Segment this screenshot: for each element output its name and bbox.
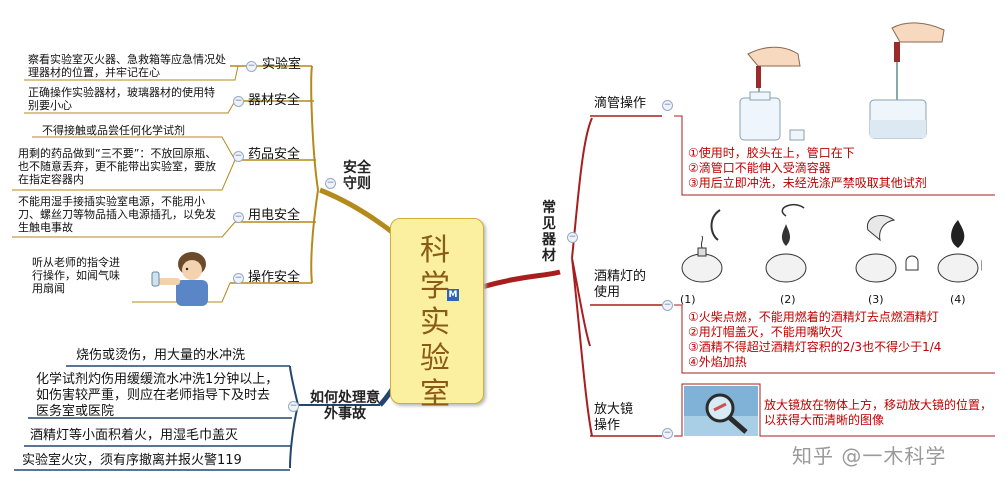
map-marker-icon: M [447,289,459,301]
safety-item-lab[interactable]: 实验室 [262,57,302,72]
alcohol-lamp-steps-illustration [681,204,982,283]
lamp-note-3: ③酒精不得超过酒精灯容积的2/3也不得少于1/4 [688,340,942,354]
lamp-step-label-2: (2) [780,293,796,306]
branch-accidents-title[interactable]: 如何处理意外事故 [310,390,380,422]
safety-note-chemicals-1: 不得接触或品尝任何化学试剂 [42,124,185,137]
accident-lamp-fire: 酒精灯等小面积着火，用湿毛巾盖灭 [30,428,239,443]
collapse-toggle-icon[interactable]: − [233,273,244,284]
accident-chemical-burns: 化学试剂灼伤用缓缓流水冲洗1分钟以上，如伤害较严重，则应在老师指导下及时去医务室… [36,372,279,419]
safety-note-equipment: 正确操作实验器材，玻璃器材的使用特别要小心 [28,86,215,112]
safety-note-chemicals-2: 用剩的药品做到“三不要”：不放回原瓶、也不随意丢弃，更不能带出实验室，要放在指定… [18,147,217,186]
branch-equipment-title[interactable]: 常见器材 [542,200,556,264]
lamp-note-1: ①火柴点燃，不能用燃着的酒精灯去点燃酒精灯 [688,310,939,324]
watermark-text: 知乎 @一木科学 [792,444,947,468]
dropper-note-1: ①使用时，胶头在上，管口在下 [688,146,855,160]
safety-item-equipment[interactable]: 器材安全 [248,93,301,108]
collapse-toggle-icon[interactable]: − [662,100,673,111]
equipment-dropper-label[interactable]: 滴管操作 [594,96,647,111]
central-topic[interactable]: 科学实验室 M [390,218,484,412]
lamp-note-2: ②用灯帽盖灭，不能用嘴吹灭 [688,325,843,339]
safety-item-electricity[interactable]: 用电安全 [248,208,301,223]
dropper-note-2: ②滴管口不能伸入受滴容器 [688,161,831,175]
lamp-note-4: ④外焰加热 [688,355,747,369]
collapse-toggle-icon[interactable]: − [567,232,578,243]
lamp-step-label-3: (3) [868,293,884,306]
collapse-toggle-icon[interactable]: − [233,151,244,162]
collapse-toggle-icon[interactable]: − [662,428,673,439]
accident-burns: 烧伤或烫伤，用大量的水冲洗 [76,348,246,363]
accident-lab-fire: 实验室火灾，须有序撤离并报火警119 [22,453,242,468]
equipment-trunk [481,269,561,290]
dropper-beaker-illustration [869,22,945,139]
collapse-toggle-icon[interactable]: − [246,61,257,72]
magnifier-note: 放大镜放在物体上方，移动放大镜的位置，以获得大而清晰的图像 [764,398,993,427]
collapse-toggle-icon[interactable]: − [233,212,244,223]
safety-note-lab: 察看实验室灭火器、急救箱等应急情况处理器材的位置，并牢记在心 [28,53,226,79]
magnifier-photo-illustration [684,386,758,436]
collapse-toggle-icon[interactable]: − [233,96,244,107]
lamp-step-label-4: (4) [950,293,966,306]
child-smelling-illustration [151,252,208,306]
collapse-toggle-icon[interactable]: − [325,178,336,189]
branch-safety-title[interactable]: 安全守则 [343,160,371,192]
central-topic-title: 科学实验室 [420,233,450,412]
equipment-alcohol-lamp-label[interactable]: 酒精灯的使用 [594,269,647,300]
lamp-step-label-1: (1) [680,293,696,306]
collapse-toggle-icon[interactable]: − [662,300,673,311]
safety-item-operation[interactable]: 操作安全 [248,270,301,285]
dropper-note-3: ③用后立即冲洗，未经洗涤严禁吸取其他试剂 [688,176,927,190]
collapse-toggle-icon[interactable]: − [288,401,299,412]
safety-trunk [319,187,394,234]
safety-note-electricity: 不能用湿手接插实验室电源，不能用小刀、螺丝刀等物品插入电源插孔，以免发生触电事故 [18,195,216,234]
safety-item-chemicals[interactable]: 药品安全 [248,147,301,162]
safety-spine [310,65,319,284]
equipment-magnifier-label[interactable]: 放大镜操作 [594,402,634,433]
dropper-bottle-illustration [739,46,805,141]
safety-note-operation: 听从老师的指令进行操作，如闻气味用扇闻 [32,256,120,295]
